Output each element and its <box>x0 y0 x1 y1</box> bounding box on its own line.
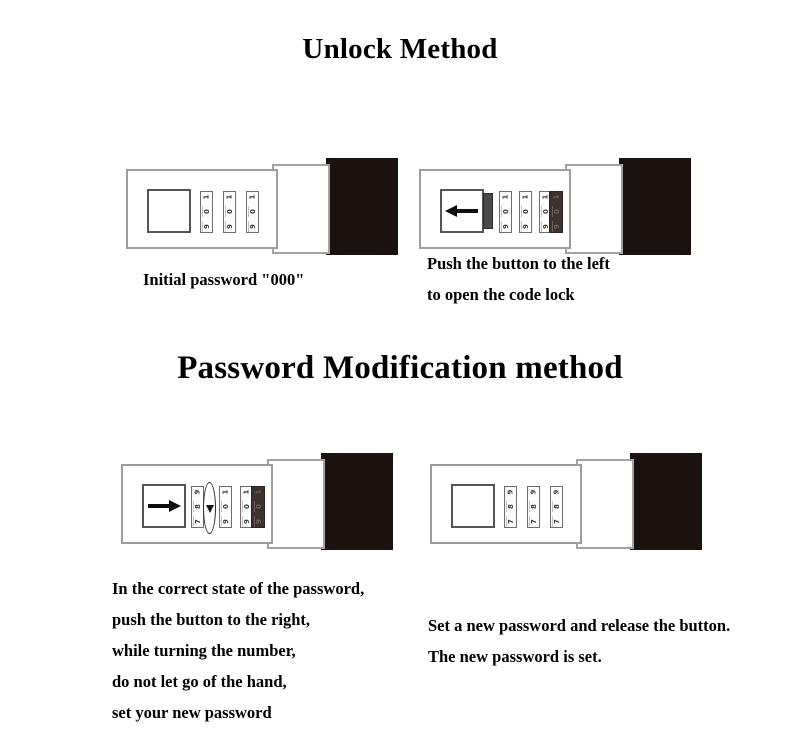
slider-handle <box>483 193 493 229</box>
lock-body: 1 0 9 1 0 9 1 0 9 <box>126 169 278 249</box>
dial-digit: 9 <box>253 516 263 527</box>
caption-line: The new password is set. <box>428 647 602 666</box>
dial-digit: 7 <box>506 516 515 527</box>
dial-digit: 9 <box>225 221 234 232</box>
lock-end-cap <box>630 453 702 550</box>
dial-digit: 9 <box>506 489 515 495</box>
caption-line: Push the button to the left <box>427 254 610 273</box>
caption-line: while turning the number, <box>112 641 296 660</box>
dial-digit: 9 <box>529 489 538 495</box>
arrow-left-icon <box>445 205 478 217</box>
arrow-right-icon <box>148 500 181 512</box>
dial-digit: 0 <box>253 501 263 512</box>
dial-digit: 0 <box>202 206 211 217</box>
dial-digit: 0 <box>242 501 251 512</box>
code-dial-2: 1 0 9 <box>223 191 236 233</box>
lock-middle-segment <box>565 164 623 254</box>
code-dial-2: 9 8 7 <box>527 486 540 528</box>
push-button <box>142 484 186 528</box>
rotate-arrowhead-icon <box>205 505 214 513</box>
caption-line: Set a new password and release the butto… <box>428 616 731 635</box>
code-dial-2: 1 0 9 <box>519 191 532 233</box>
dial-digit: 1 <box>242 489 251 495</box>
caption-line: to open the code lock <box>427 285 575 304</box>
lock-body: 9 8 7 9 8 7 9 8 7 <box>430 464 582 544</box>
dial-digit: 1 <box>248 194 257 200</box>
dial-digit: 7 <box>193 516 202 527</box>
code-dial-3: 9 8 7 <box>550 486 563 528</box>
caption-push-left: Push the button to the left to open the … <box>427 248 610 310</box>
caption-line: do not let go of the hand, <box>112 672 287 691</box>
dial-digit: 8 <box>552 501 561 512</box>
code-dial-1: 1 0 9 <box>499 191 512 233</box>
dial-digit: 0 <box>248 206 257 217</box>
unlock-method-heading: Unlock Method <box>302 33 498 65</box>
dial-digit: 9 <box>521 221 530 232</box>
lock-end-cap <box>321 453 393 550</box>
dial-digit: 1 <box>221 489 230 495</box>
lock-middle-segment <box>267 459 325 549</box>
code-dial-2: 1 0 9 <box>219 486 232 528</box>
dial-digit: 9 <box>551 221 561 232</box>
code-dial-3: 1 0 9 <box>246 191 259 233</box>
push-button <box>451 484 495 528</box>
lock-middle-segment <box>576 459 634 549</box>
caption-line: In the correct state of the password, <box>112 579 365 598</box>
dial-digit: 8 <box>193 501 202 512</box>
push-button <box>147 189 191 233</box>
dial-digit: 1 <box>521 194 530 200</box>
dial-digit: 1 <box>225 194 234 200</box>
dial-digit: 1 <box>202 194 211 200</box>
dial-digit: 1 <box>254 489 262 495</box>
dial-digit: 9 <box>193 489 202 495</box>
caption-line: set your new password <box>112 703 272 722</box>
dial-digit: 0 <box>221 501 230 512</box>
dial-digit: 0 <box>551 206 561 217</box>
dial-digit: 0 <box>225 206 234 217</box>
caption-initial-password: Initial password "000" <box>143 264 304 295</box>
code-dial-locked: 1 0 9 <box>251 486 265 528</box>
dial-digit: 0 <box>521 206 530 217</box>
caption-line: push the button to the right, <box>112 610 311 629</box>
dial-digit: 9 <box>242 516 251 527</box>
dial-digit: 0 <box>501 206 510 217</box>
dial-digit: 9 <box>221 516 230 527</box>
caption-new-password-set: Set a new password and release the butto… <box>428 610 730 672</box>
lock-end-cap <box>619 158 691 255</box>
dial-digit: 8 <box>506 501 515 512</box>
rotate-dial-indicator-icon <box>203 482 216 534</box>
lock-body: 1 0 9 1 0 9 1 0 9 1 0 9 <box>419 169 571 249</box>
caption-line: Initial password "000" <box>143 270 305 289</box>
password-modification-heading: Password Modification method <box>177 350 623 386</box>
code-dial-locked: 1 0 9 <box>549 191 563 233</box>
push-button <box>440 189 484 233</box>
dial-digit: 9 <box>248 221 257 232</box>
dial-digit: 7 <box>529 516 538 527</box>
dial-digit: 7 <box>552 516 561 527</box>
caption-push-right: In the correct state of the password, pu… <box>112 573 364 728</box>
code-dial-1: 1 0 9 <box>200 191 213 233</box>
dial-digit: 1 <box>501 194 510 200</box>
lock-end-cap <box>326 158 398 255</box>
dial-digit: 9 <box>202 221 211 232</box>
dial-digit: 9 <box>552 489 561 495</box>
dial-digit: 8 <box>529 501 538 512</box>
lock-middle-segment <box>272 164 330 254</box>
dial-digit: 9 <box>501 221 510 232</box>
code-dial-1: 9 8 7 <box>504 486 517 528</box>
dial-digit: 1 <box>552 194 560 200</box>
lock-body: 9 8 7 1 0 9 1 0 9 1 0 9 <box>121 464 273 544</box>
